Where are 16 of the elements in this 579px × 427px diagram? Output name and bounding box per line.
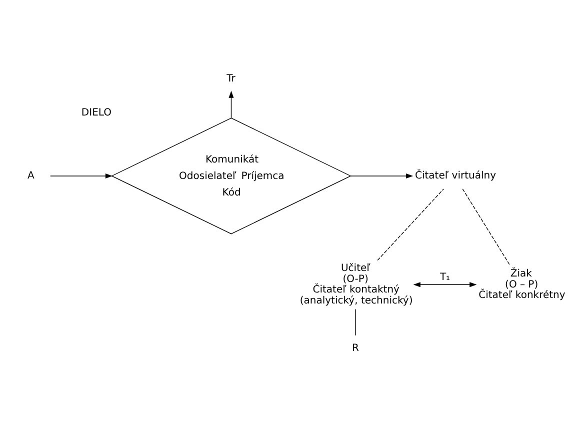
edge-label: T₁ bbox=[440, 272, 450, 283]
node-text: Učiteľ (O-P) Čitateľ kontaktný (analytický, technický) bbox=[300, 263, 413, 306]
arrow bbox=[413, 282, 477, 288]
connector bbox=[377, 188, 444, 261]
node-diamond: Komunikát Odosielateľ Príjemca Kód bbox=[111, 118, 352, 234]
node-text: R bbox=[352, 342, 360, 354]
node-text: Čitateľ virtuálny bbox=[414, 170, 496, 182]
node-label: DIELO bbox=[81, 107, 112, 118]
node-text: Tr bbox=[226, 73, 236, 84]
arrow bbox=[50, 173, 113, 178]
node-text: Žiak (O – P) Čitateľ konkrétny bbox=[478, 268, 566, 302]
arrow bbox=[350, 173, 414, 178]
node-text: A bbox=[27, 170, 34, 182]
arrow bbox=[228, 90, 234, 118]
connector bbox=[355, 308, 356, 336]
connector bbox=[462, 188, 510, 266]
